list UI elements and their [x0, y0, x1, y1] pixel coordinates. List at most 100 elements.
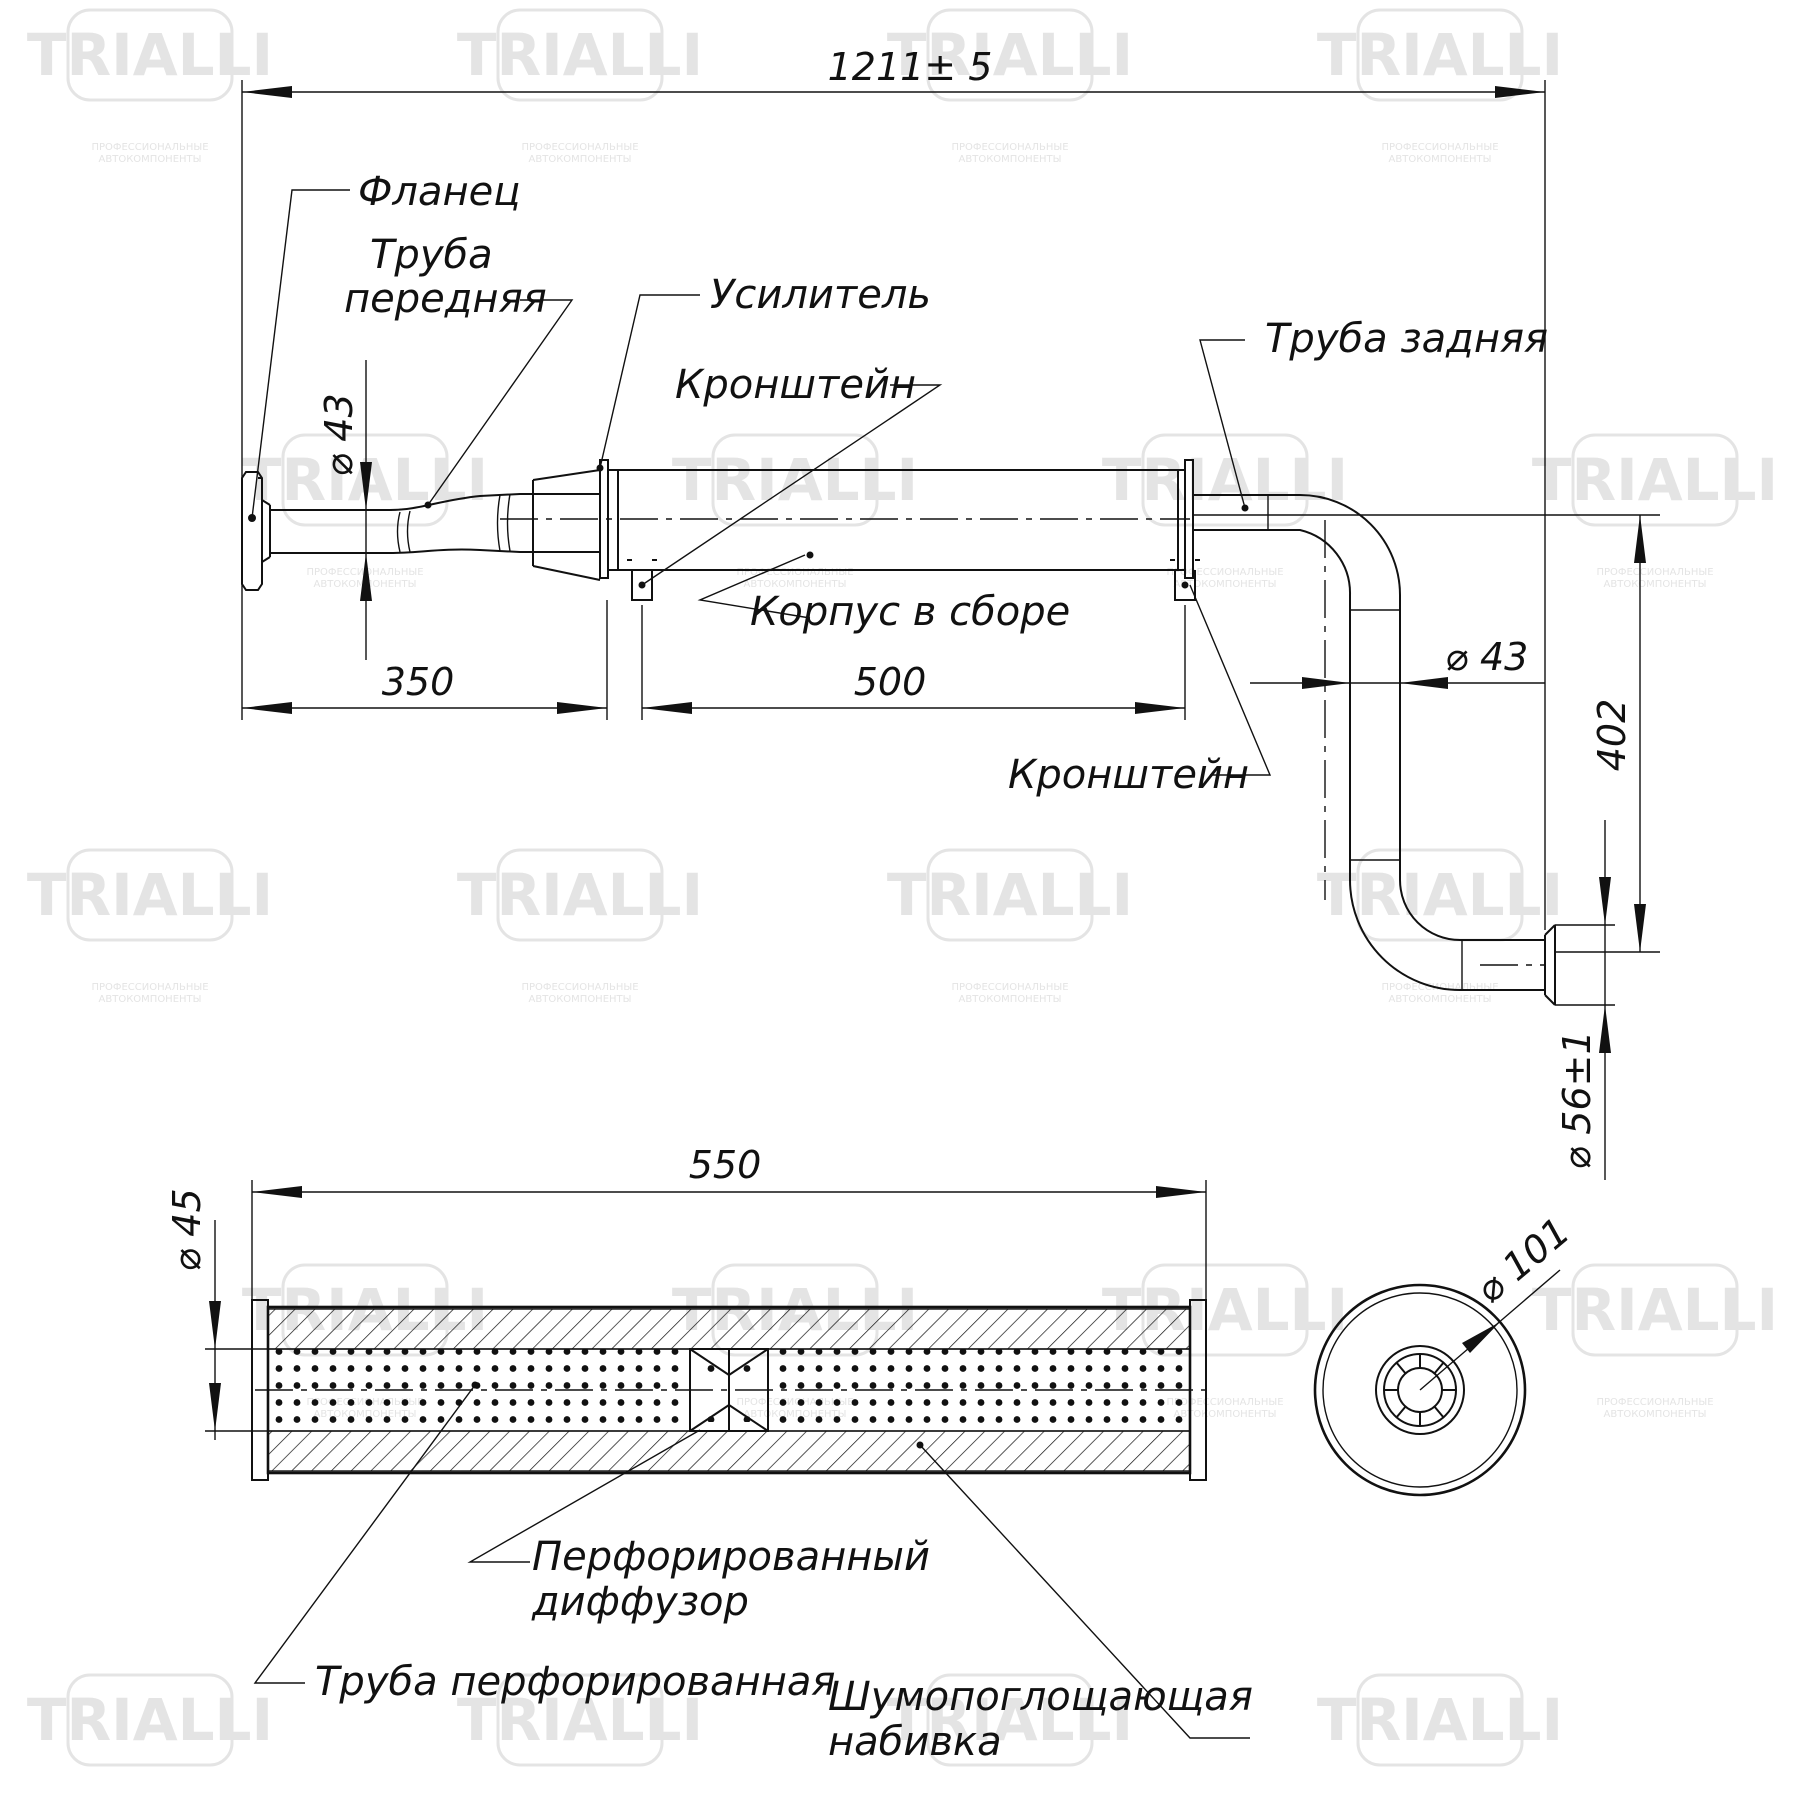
label-packing-1: Шумопоглощающая: [828, 1674, 1253, 1720]
front-diameter-dimension: [340, 360, 392, 660]
label-bracket-1: Кронштейн: [675, 362, 916, 408]
watermark-tagline: ПРОФЕССИОНАЛЬНЫЕ: [521, 142, 638, 153]
watermark-brand: TRIALLI: [457, 861, 703, 929]
watermark-brand: TRIALLI: [27, 861, 273, 929]
watermark-tagline: АВТОКОМПОНЕНТЫ: [529, 994, 632, 1005]
label-front-pipe-1: Труба: [370, 232, 493, 278]
watermark-brand: TRIALLI: [1317, 21, 1563, 89]
overall-length-value: 1211± 5: [828, 45, 993, 89]
section-length-value: 550: [689, 1143, 762, 1187]
inner-diameter-dimension: [205, 1220, 268, 1440]
inner-diameter-number: 45: [165, 1188, 209, 1236]
watermark-tagline: АВТОКОМПОНЕНТЫ: [1604, 579, 1707, 590]
watermark-tagline: ПРОФЕССИОНАЛЬНЫЕ: [951, 982, 1068, 993]
watermark-tagline: ПРОФЕССИОНАЛЬНЫЕ: [1596, 567, 1713, 578]
label-front-pipe-2: передняя: [344, 276, 547, 322]
watermark-tagline: ПРОФЕССИОНАЛЬНЫЕ: [736, 567, 853, 578]
diameter-symbol: ⌀: [317, 454, 361, 477]
watermark-tagline: АВТОКОМПОНЕНТЫ: [1604, 1409, 1707, 1420]
muffler-section-view: 550 ⌀ 45 Перфорированный диффузор Труба …: [165, 1143, 1253, 1765]
label-body: Корпус в сборе: [750, 589, 1070, 635]
watermark-tagline: ПРОФЕССИОНАЛЬНЫЕ: [1166, 1397, 1283, 1408]
watermark-brand: TRIALLI: [1532, 446, 1778, 514]
section-length-dimension: [251, 1180, 1207, 1300]
muffler-end-view: ⌀ 101: [1313, 1209, 1578, 1497]
watermark-tagline: ПРОФЕССИОНАЛЬНЫЕ: [1381, 142, 1498, 153]
watermark-tagline: АВТОКОМПОНЕНТЫ: [959, 154, 1062, 165]
label-reinforcer: Усилитель: [710, 272, 931, 318]
watermark-tagline: ПРОФЕССИОНАЛЬНЫЕ: [521, 982, 638, 993]
diffuser-shape: [689, 1348, 769, 1432]
label-perforated-diffuser-1: Перфорированный: [532, 1534, 930, 1580]
front-length-dimension: [242, 600, 608, 720]
overall-length-dimension: [241, 80, 1546, 930]
diameter-symbol: ⌀: [165, 1249, 209, 1272]
body-length-value: 500: [854, 660, 927, 704]
diameter-symbol: ⌀: [1445, 635, 1468, 679]
watermark-tagline: ПРОФЕССИОНАЛЬНЫЕ: [1596, 1397, 1713, 1408]
watermark-brand: TRIALLI: [457, 21, 703, 89]
watermark-brand: TRIALLI: [1317, 1686, 1563, 1754]
watermark-brand: TRIALLI: [27, 1686, 273, 1754]
label-perforated-pipe: Труба перфорированная: [315, 1659, 835, 1705]
leader-lines-section: [253, 1381, 1250, 1739]
leader-lines-top: [251, 189, 1272, 776]
outlet-diameter-number: 56±1: [1555, 1030, 1599, 1134]
rear-diameter-number: 43: [1480, 635, 1528, 679]
outlet-diameter-dimension: [1555, 820, 1615, 1180]
watermark-brand: TRIALLI: [27, 21, 273, 89]
watermark-brand: TRIALLI: [457, 1686, 703, 1754]
watermark-brand: TRIALLI: [672, 446, 918, 514]
front-diameter-number: 43: [317, 393, 361, 441]
watermark-tagline: АВТОКОМПОНЕНТЫ: [744, 579, 847, 590]
watermark-tagline: АВТОКОМПОНЕНТЫ: [1174, 579, 1277, 590]
label-flange: Фланец: [358, 169, 521, 215]
watermark-brand: TRIALLI: [887, 21, 1133, 89]
watermark-tagline: ПРОФЕССИОНАЛЬНЫЕ: [91, 982, 208, 993]
label-bracket-2: Кронштейн: [1008, 752, 1249, 798]
watermark-tagline: АВТОКОМПОНЕНТЫ: [99, 154, 202, 165]
watermark-brand: TRIALLI: [1532, 1276, 1778, 1344]
outer-diameter-dimension: [1419, 1269, 1561, 1391]
watermark-brand: TRIALLI: [887, 1686, 1133, 1754]
watermark-tagline: АВТОКОМПОНЕНТЫ: [1389, 994, 1492, 1005]
body-length-dimension: [641, 605, 1186, 720]
watermark-tagline: АВТОКОМПОНЕНТЫ: [959, 994, 1062, 1005]
muffler-top-view: 1211± 5 350 500 ⌀ 43: [241, 45, 1660, 1180]
rear-pipe-shape: [1193, 494, 1556, 1006]
watermark-tagline: АВТОКОМПОНЕНТЫ: [1389, 154, 1492, 165]
label-perforated-diffuser-2: диффузор: [531, 1579, 749, 1625]
watermark-brand: TRIALLI: [1102, 446, 1348, 514]
watermark-tagline: АВТОКОМПОНЕНТЫ: [99, 994, 202, 1005]
height-value: 402: [1590, 699, 1634, 772]
watermark-tagline: АВТОКОМПОНЕНТЫ: [1174, 1409, 1277, 1420]
watermark-tagline: ПРОФЕССИОНАЛЬНЫЕ: [91, 142, 208, 153]
rear-diameter-dimension: [1250, 677, 1545, 689]
outlet-diameter-value: ⌀ 56±1: [1555, 1030, 1599, 1169]
height-dimension: [1193, 514, 1660, 953]
front-length-value: 350: [382, 660, 455, 704]
watermark-tagline: АВТОКОМПОНЕНТЫ: [529, 154, 632, 165]
watermark-tagline: ПРОФЕССИОНАЛЬНЫЕ: [951, 142, 1068, 153]
label-packing-2: набивка: [828, 1719, 1002, 1765]
watermark-brand: TRIALLI: [1317, 861, 1563, 929]
rear-diameter-value: ⌀ 43: [1445, 635, 1528, 679]
front-diameter-value: ⌀ 43: [317, 393, 361, 476]
label-rear-pipe: Труба задняя: [1265, 316, 1548, 362]
watermark-tagline: ПРОФЕССИОНАЛЬНЫЕ: [1166, 567, 1283, 578]
inner-diameter-value: ⌀ 45: [165, 1188, 209, 1271]
